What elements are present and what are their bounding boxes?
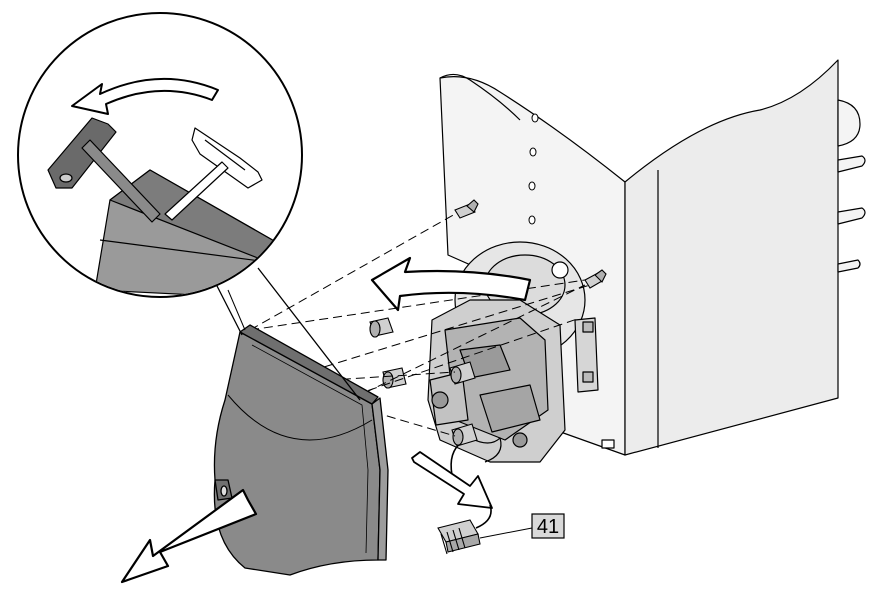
connector-plug — [437, 504, 492, 555]
screw-top — [454, 199, 479, 219]
screw-left — [369, 317, 394, 338]
zoom-line-mid — [227, 289, 246, 331]
screw-bottom — [451, 423, 478, 447]
boiler-wavy-top — [439, 73, 521, 121]
rotate-arrow-icon — [370, 256, 532, 312]
callout-41: 41 — [531, 513, 565, 539]
zoom-line-left — [214, 281, 243, 336]
zoom-line-right — [257, 267, 361, 401]
callout-leader — [479, 527, 533, 539]
boiler-tag — [601, 439, 615, 449]
remove-arrow-icon — [120, 488, 258, 584]
screw-right — [584, 269, 607, 289]
detail-rotate-arrow-icon — [71, 78, 219, 115]
callout-label: 41 — [537, 516, 559, 538]
detail-key-solid — [47, 117, 161, 223]
magnified-detail — [17, 12, 361, 401]
flange-hole — [551, 261, 569, 279]
plug-cable — [475, 504, 492, 529]
boiler-side-panel — [624, 59, 839, 456]
detail-key-ghost — [164, 127, 263, 221]
front-cover — [213, 324, 389, 576]
boiler-pipes — [837, 99, 866, 273]
down-arrow-icon — [411, 451, 493, 509]
screw-middle — [449, 361, 476, 385]
boiler-holes — [528, 113, 539, 225]
alignment-lines — [249, 213, 591, 437]
